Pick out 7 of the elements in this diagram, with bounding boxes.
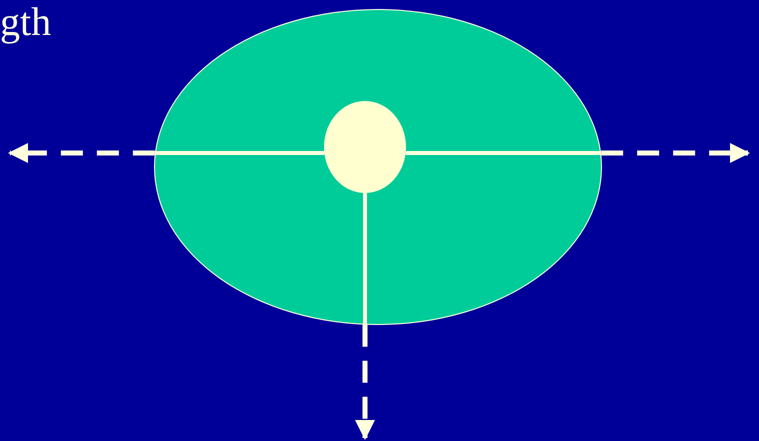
dashed-arrow — [8, 143, 155, 163]
connector-line — [154, 151, 324, 155]
connector-line — [363, 193, 367, 325]
dashed-arrow — [355, 324, 375, 440]
dashed-arrow — [601, 143, 750, 163]
heading-fragment: gth — [0, 0, 52, 44]
connector-line — [406, 151, 602, 155]
